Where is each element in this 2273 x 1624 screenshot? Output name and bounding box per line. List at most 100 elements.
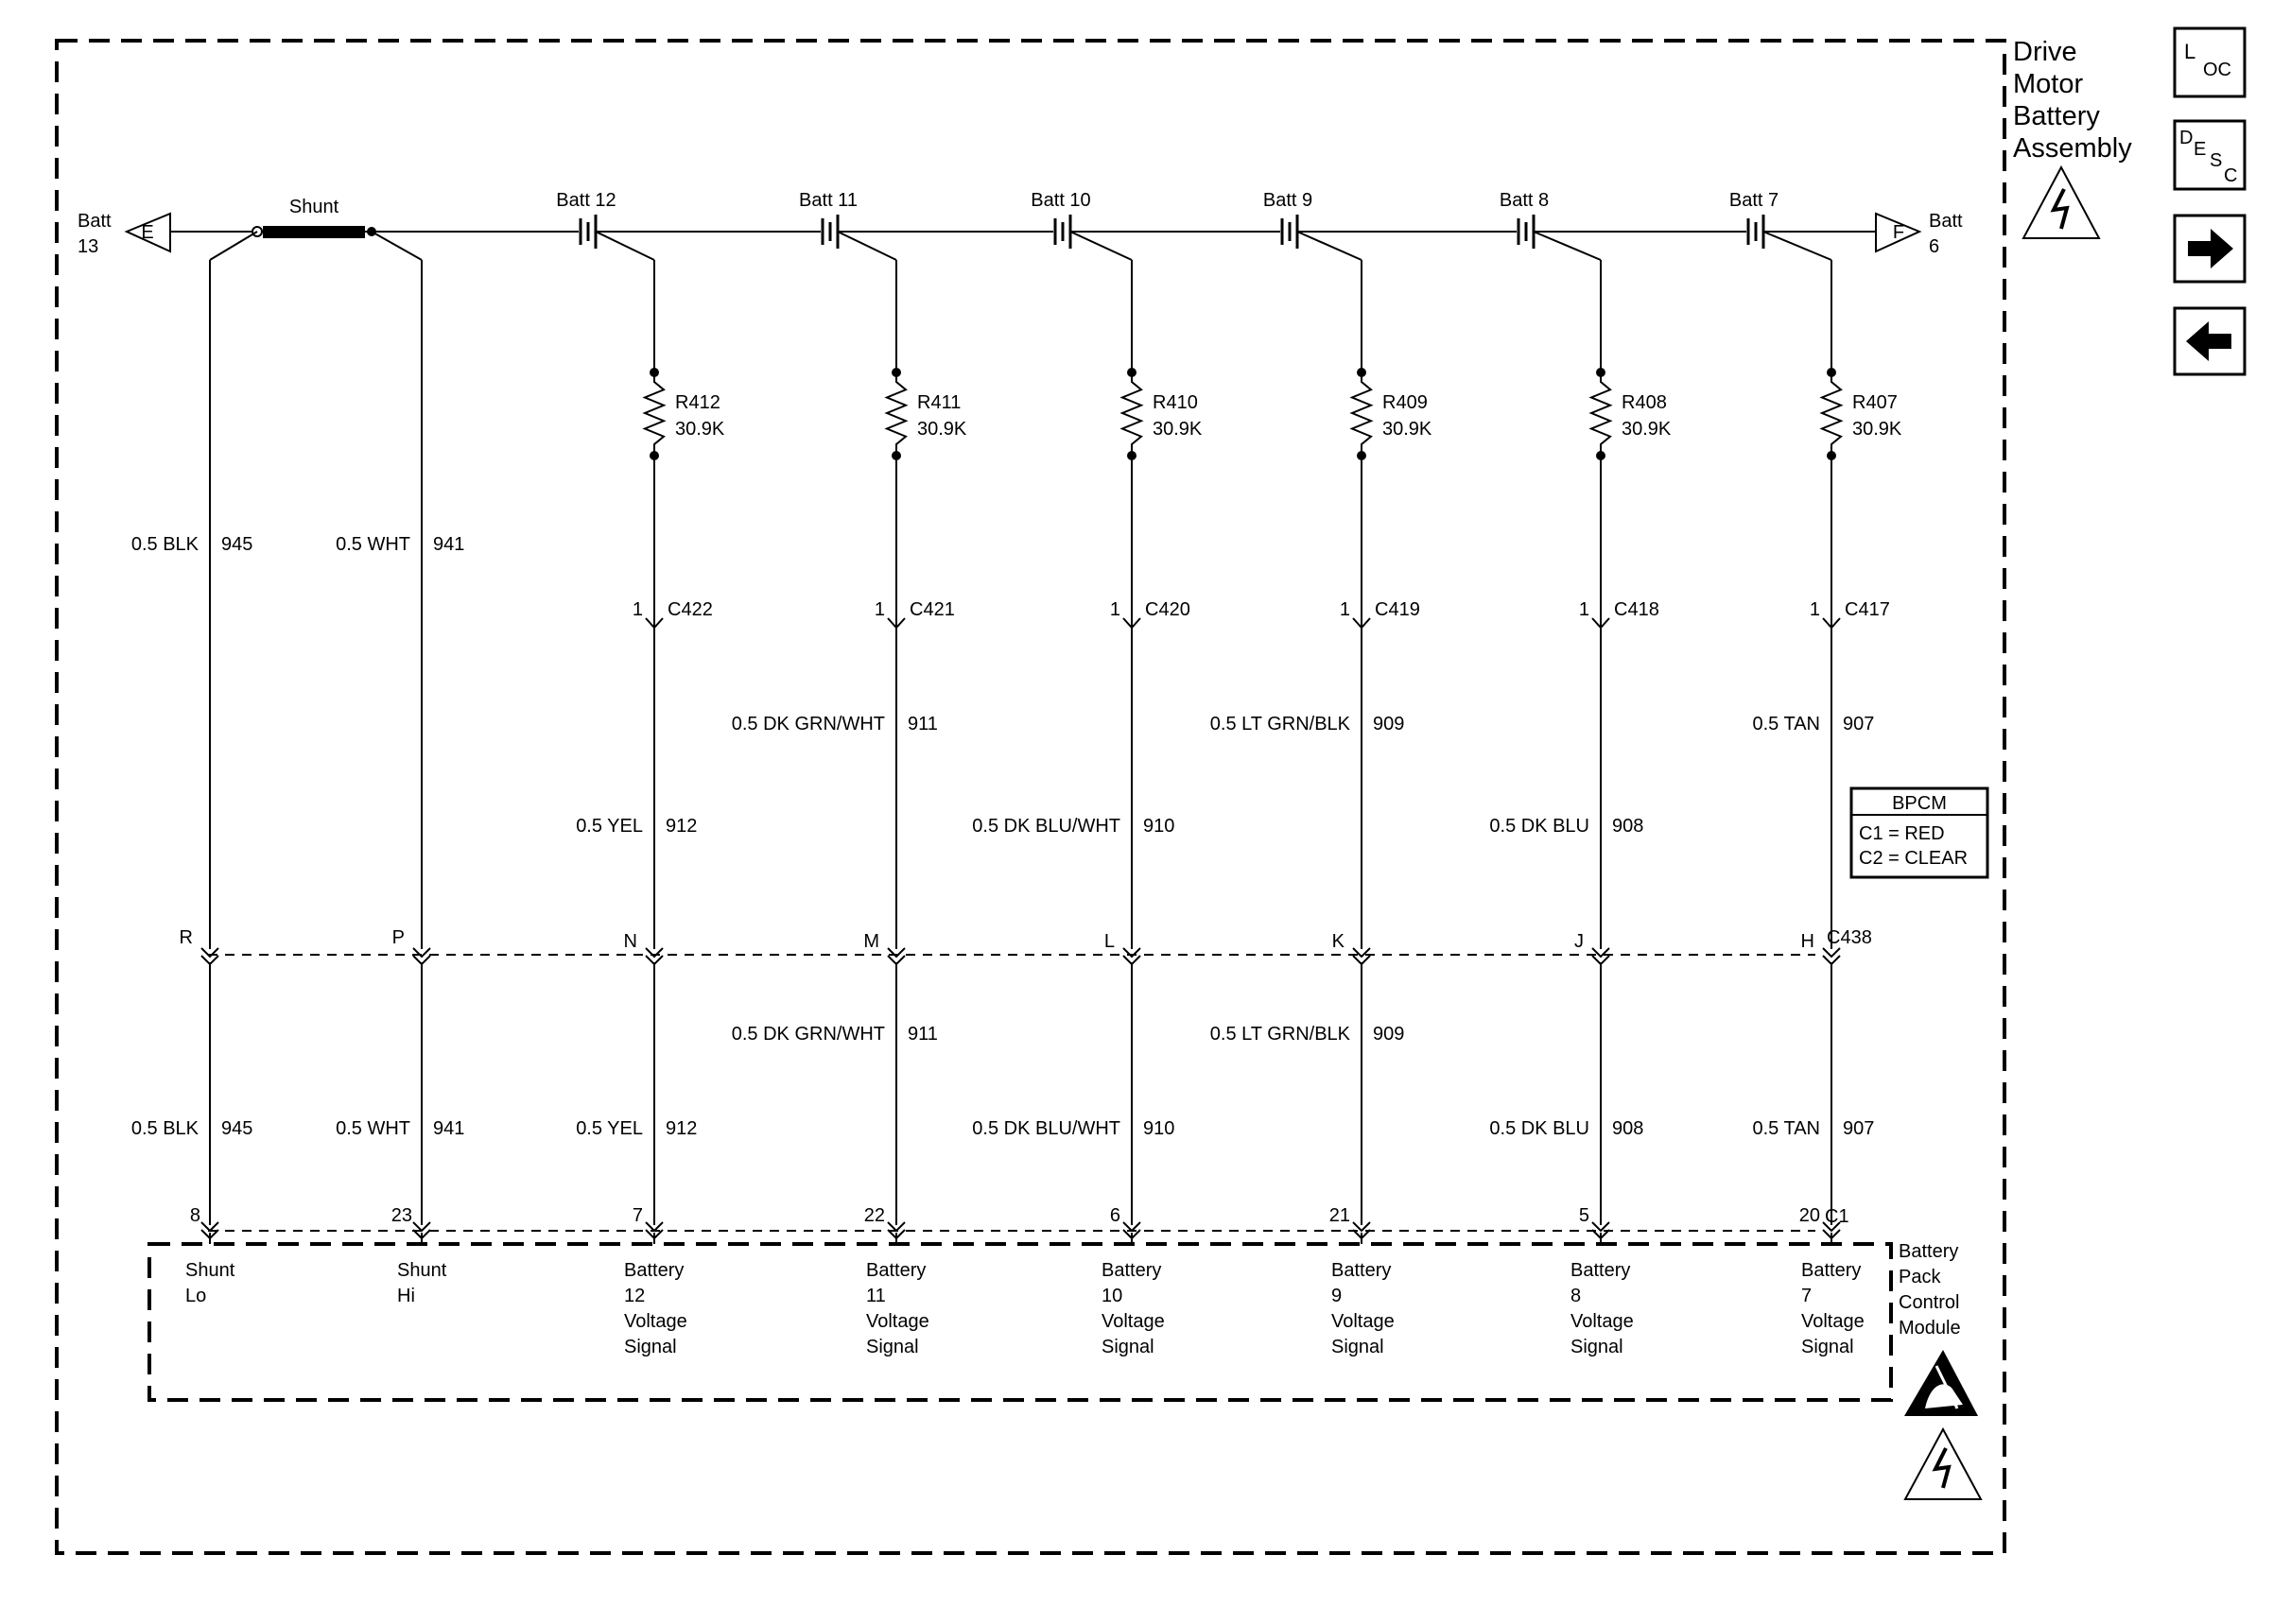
connector-terminal xyxy=(1591,947,1610,959)
sense-wire xyxy=(595,231,655,261)
svg-text:Motor: Motor xyxy=(2013,69,2083,99)
resistor-icon xyxy=(884,372,909,456)
module-input-label: Voltage xyxy=(1801,1311,1865,1332)
connector-c1-label: C1 xyxy=(1825,1206,1849,1227)
wire-circuit-number: 911 xyxy=(908,1024,938,1045)
svg-text:Assembly: Assembly xyxy=(2013,133,2132,164)
inline-pin-number: 1 xyxy=(633,599,643,620)
connector-terminal xyxy=(1352,1221,1371,1233)
module-input-label: Voltage xyxy=(624,1311,687,1332)
wire-gauge-color: 0.5 WHT xyxy=(336,1118,410,1139)
resistor-value: 30.9K xyxy=(1153,419,1203,440)
svg-text:C1 = RED: C1 = RED xyxy=(1859,823,1945,844)
inline-connector-id: C417 xyxy=(1845,599,1890,620)
sense-wire xyxy=(837,231,897,261)
previous-page-button[interactable] xyxy=(2173,306,2247,376)
svg-text:Drive: Drive xyxy=(2013,37,2077,67)
wire-gauge-color: 0.5 LT GRN/BLK xyxy=(1210,714,1351,734)
module-input-label: Shunt xyxy=(185,1260,235,1281)
connector-terminal xyxy=(412,1229,431,1240)
svg-text:Battery: Battery xyxy=(1899,1241,1958,1262)
module-input-label: Signal xyxy=(1102,1337,1154,1357)
module-pin-number: 5 xyxy=(1579,1205,1589,1226)
module-input-label: Battery xyxy=(1570,1260,1630,1281)
module-pin-number: 20 xyxy=(1799,1205,1820,1226)
wire-gauge-color: 0.5 DK BLU xyxy=(1489,1118,1589,1139)
loc-button[interactable]: L OC xyxy=(2173,26,2247,98)
svg-text:E: E xyxy=(2194,139,2206,160)
inline-pin-number: 1 xyxy=(875,599,885,620)
module-input-label: Battery xyxy=(1102,1260,1161,1281)
next-page-button[interactable] xyxy=(2173,214,2247,284)
wire-circuit-number: 909 xyxy=(1373,1024,1404,1045)
shunt-wire xyxy=(371,231,423,261)
module-input-label: Voltage xyxy=(1331,1311,1395,1332)
svg-text:Shunt: Shunt xyxy=(289,197,339,217)
inline-pin-number: 1 xyxy=(1579,599,1589,620)
connector-terminal xyxy=(200,955,219,966)
battery-label: Batt 12 xyxy=(556,190,616,211)
svg-text:13: 13 xyxy=(78,236,98,257)
connector-terminal xyxy=(412,955,431,966)
svg-text:E: E xyxy=(141,222,153,243)
module-input-label: Signal xyxy=(624,1337,677,1357)
module-input-label: 12 xyxy=(624,1286,645,1306)
connector-f-batt-6: F Batt 6 xyxy=(1875,211,1963,257)
bpcm-legend: BPCM C1 = RED C2 = CLEAR xyxy=(1849,786,1989,879)
bpcm-pin-letter: H xyxy=(1801,931,1814,952)
module-input-label: Signal xyxy=(1331,1337,1384,1357)
connector-terminal xyxy=(200,947,219,959)
wire-gauge-color: 0.5 DK BLU/WHT xyxy=(972,816,1120,837)
svg-text:D: D xyxy=(2179,128,2193,148)
wire-gauge-color: 0.5 BLK xyxy=(131,534,200,555)
bpcm-pin-letter: L xyxy=(1104,931,1115,952)
wire-gauge-color: 0.5 DK BLU/WHT xyxy=(972,1118,1120,1139)
connector-terminal xyxy=(1822,947,1841,959)
module-input-label: Battery xyxy=(624,1260,684,1281)
inline-pin-number: 1 xyxy=(1340,599,1350,620)
svg-text:Batt: Batt xyxy=(78,211,112,232)
high-voltage-warning-icon xyxy=(2021,164,2101,239)
connector-terminal xyxy=(1122,947,1141,959)
inline-connector-id: C418 xyxy=(1614,599,1659,620)
bpcm-pin-letter: M xyxy=(863,931,879,952)
shunt-wire xyxy=(209,231,258,261)
connector-terminal xyxy=(200,1221,219,1233)
connector-terminal xyxy=(1822,1221,1841,1233)
wire-circuit-number: 941 xyxy=(433,534,464,555)
module-input-label: Battery xyxy=(1801,1260,1861,1281)
battery-label: Batt 8 xyxy=(1500,190,1549,211)
svg-text:L: L xyxy=(2184,40,2195,63)
assembly-boundary xyxy=(55,39,2006,1555)
inline-connector-id: C422 xyxy=(668,599,713,620)
wire-circuit-number: 945 xyxy=(221,534,252,555)
module-input-label: 9 xyxy=(1331,1286,1342,1306)
svg-text:Module: Module xyxy=(1899,1318,1961,1339)
esd-sensitive-icon xyxy=(1904,1350,1978,1416)
svg-text:Control: Control xyxy=(1899,1292,1959,1313)
wire-gauge-color: 0.5 YEL xyxy=(576,816,643,837)
wire-circuit-number: 911 xyxy=(908,714,938,734)
wire-circuit-number: 910 xyxy=(1143,816,1174,837)
module-input-label: 7 xyxy=(1801,1286,1812,1306)
connector-terminal xyxy=(645,947,664,959)
wire-circuit-number: 908 xyxy=(1612,816,1643,837)
resistor-value: 30.9K xyxy=(675,419,725,440)
module-pin-number: 22 xyxy=(864,1205,885,1226)
wire-circuit-number: 910 xyxy=(1143,1118,1174,1139)
desc-button[interactable]: D E S C xyxy=(2173,119,2247,191)
module-input-label: Battery xyxy=(1331,1260,1391,1281)
resistor-id: R409 xyxy=(1382,392,1428,413)
bpcm-pin-letter: J xyxy=(1574,931,1584,952)
connector-terminal xyxy=(887,1221,906,1233)
wire-circuit-number: 907 xyxy=(1843,714,1874,734)
module-input-label: Voltage xyxy=(1102,1311,1165,1332)
right-arrow-icon xyxy=(2188,229,2233,268)
resistor-icon xyxy=(1819,372,1844,456)
connector-terminal xyxy=(887,947,906,959)
connector-terminal xyxy=(1122,1221,1141,1233)
resistor-value: 30.9K xyxy=(1622,419,1672,440)
module-input-label: Voltage xyxy=(866,1311,929,1332)
high-voltage-warning-icon xyxy=(1903,1426,1983,1500)
